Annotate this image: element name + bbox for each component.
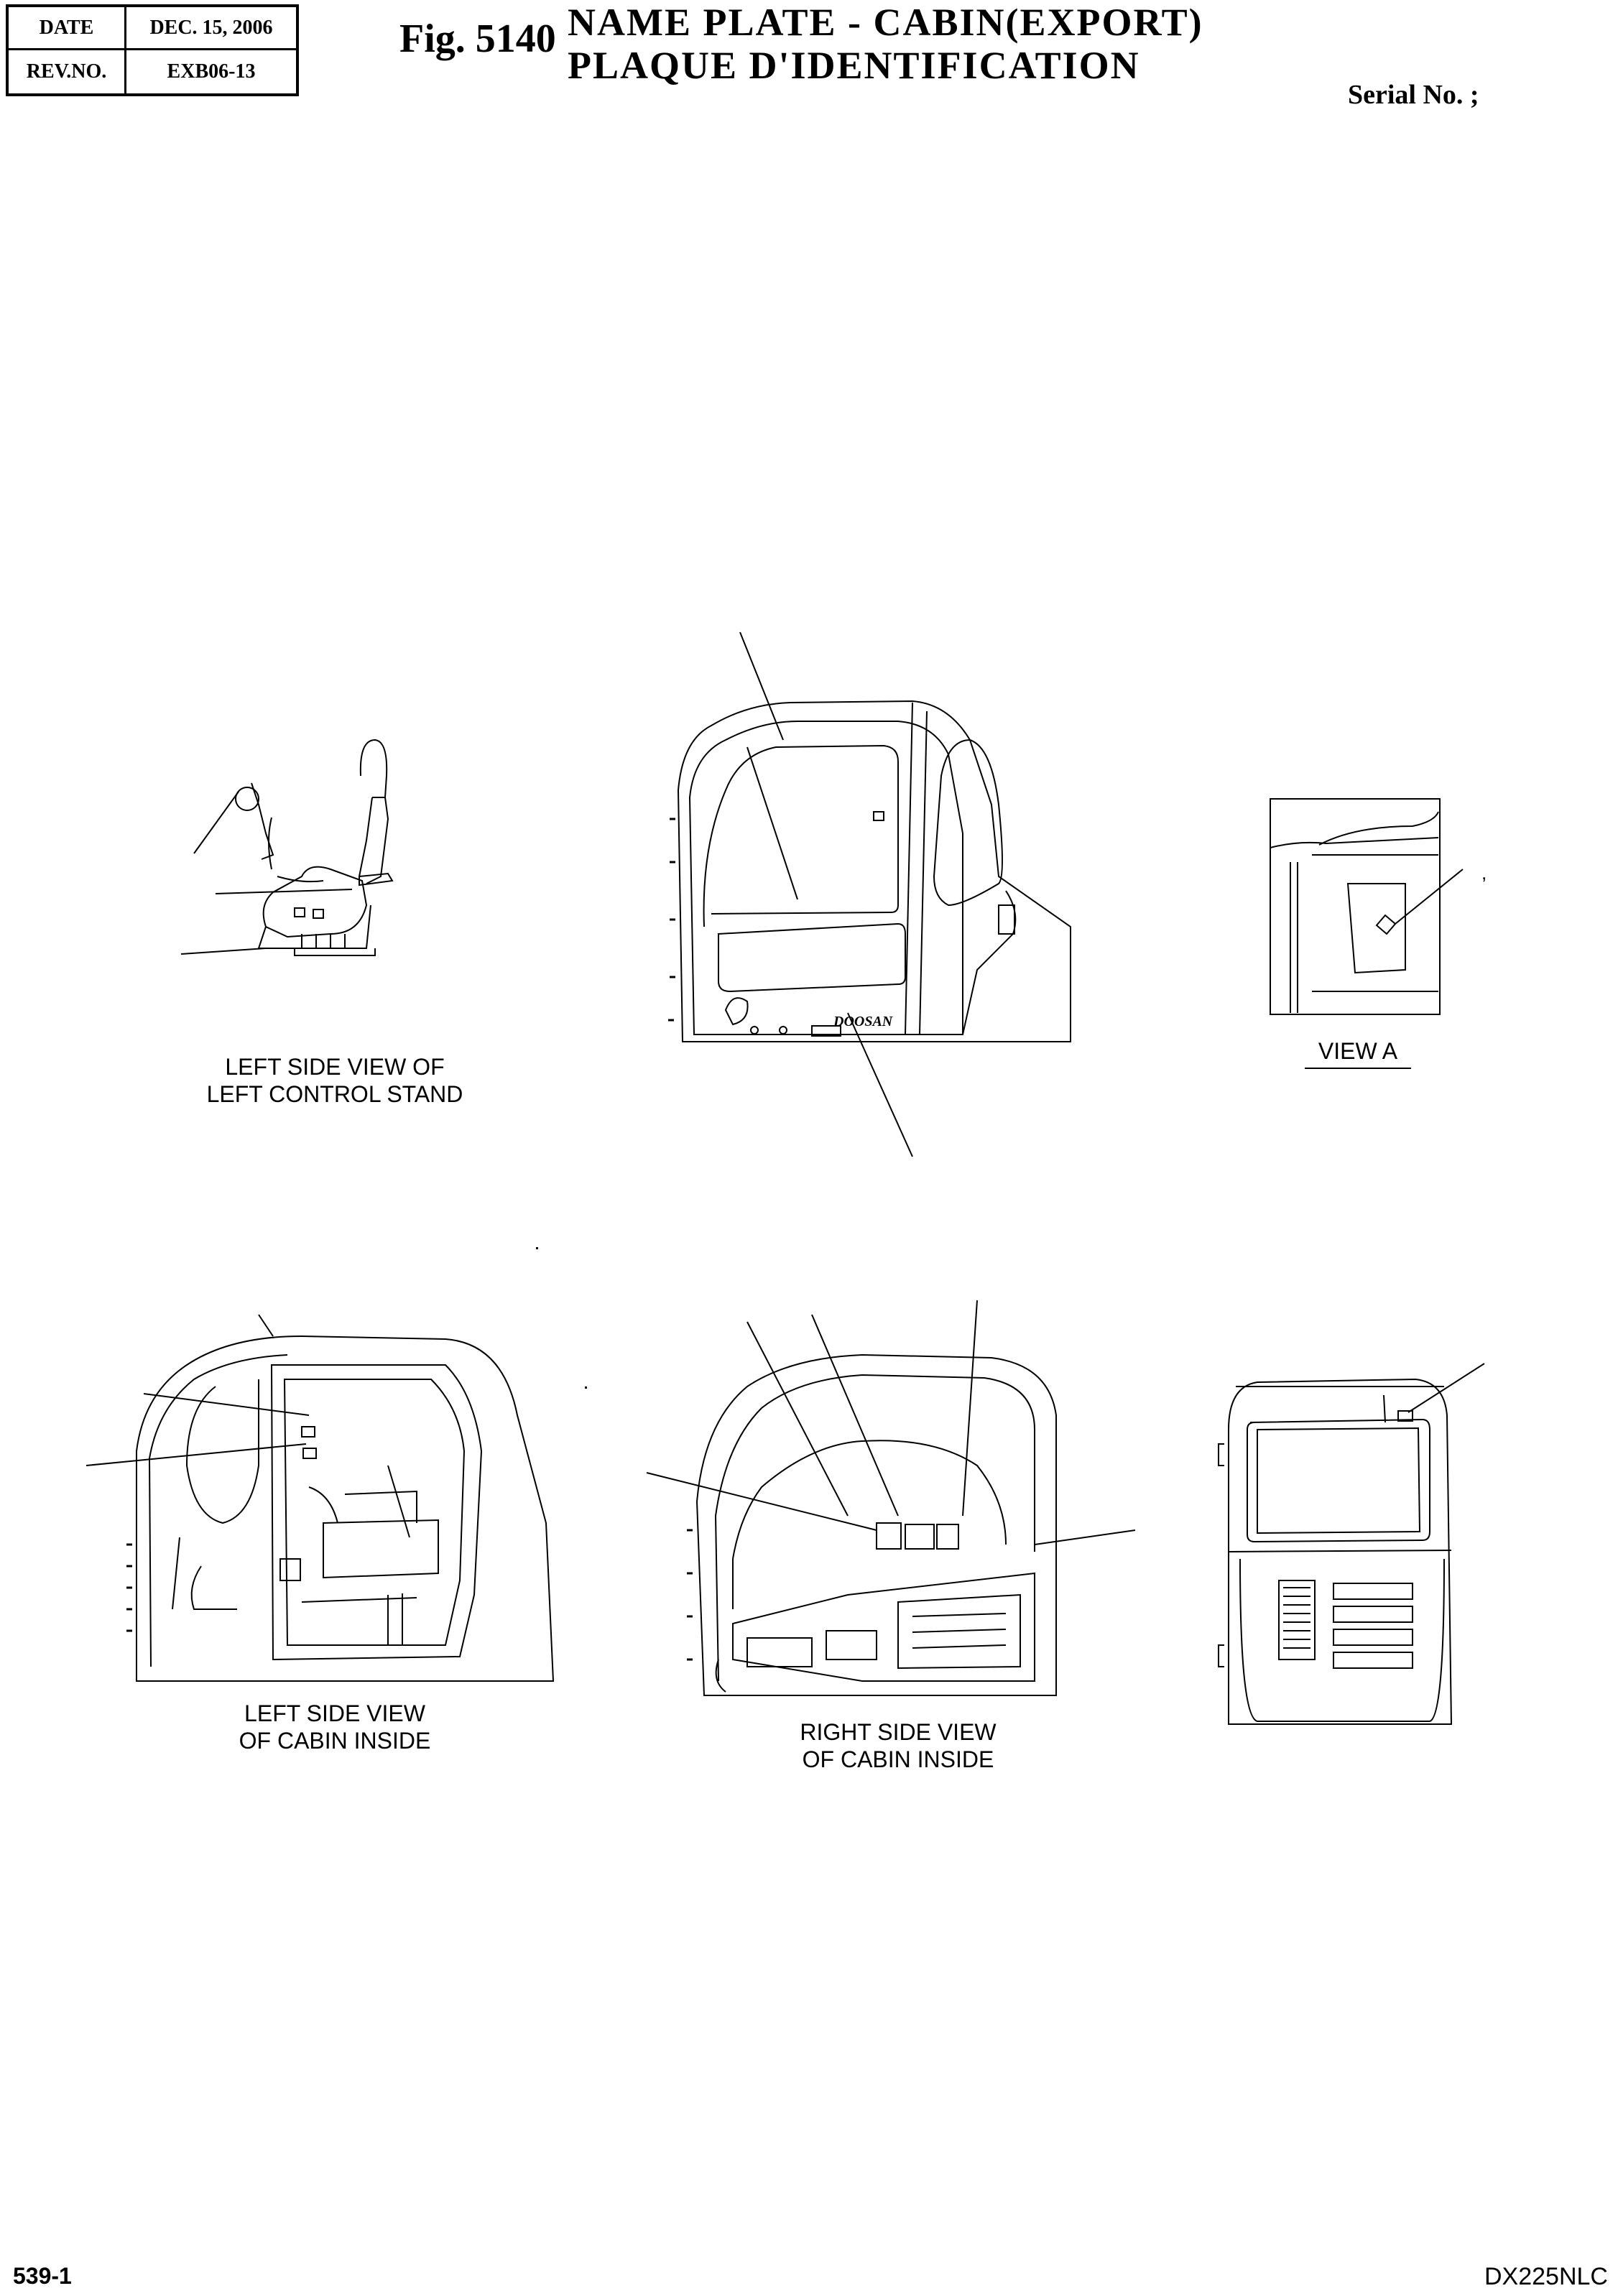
seat-drawing	[187, 733, 517, 1020]
right-cabin-caption-line2: OF CABIN INSIDE	[802, 1746, 994, 1772]
seat-view-caption-line1: LEFT SIDE VIEW OF	[225, 1054, 445, 1080]
revision-header: DATE DEC. 15, 2006 REV.NO. EXB06-13	[6, 4, 299, 96]
svg-text:,: ,	[1481, 862, 1487, 884]
stray-mark	[536, 1247, 538, 1249]
figure-title-en: NAME PLATE - CABIN(EXPORT)	[568, 1, 1203, 44]
right-cabin-inside-drawing	[647, 1300, 1135, 1703]
date-label: DATE	[9, 7, 126, 50]
cabin-rear-drawing	[1214, 1372, 1502, 1731]
view-a-caption: VIEW A	[1293, 1037, 1423, 1065]
right-cabin-caption: RIGHT SIDE VIEW OF CABIN INSIDE	[740, 1718, 1056, 1773]
right-cabin-caption-line1: RIGHT SIDE VIEW	[800, 1719, 997, 1745]
stray-mark	[585, 1387, 587, 1389]
rev-label: REV.NO.	[9, 50, 126, 93]
figure-number: Fig. 5140	[399, 17, 556, 61]
view-a-underline	[1305, 1068, 1411, 1069]
page-number: 539-1	[13, 2263, 72, 2289]
cabin-exterior-drawing: DOOSAN	[668, 632, 1092, 1092]
left-cabin-caption: LEFT SIDE VIEW OF CABIN INSIDE	[177, 1700, 493, 1754]
left-cabin-inside-drawing	[115, 1307, 575, 1681]
brand-logo: DOOSAN	[833, 1014, 894, 1029]
seat-view-caption: LEFT SIDE VIEW OF LEFT CONTROL STAND	[184, 1053, 486, 1108]
model-number: DX225NLC	[1484, 2263, 1608, 2290]
rev-value: EXB06-13	[167, 60, 256, 83]
left-cabin-caption-line1: LEFT SIDE VIEW	[244, 1700, 425, 1726]
view-a-label: VIEW A	[1318, 1038, 1398, 1064]
figure-title-fr: PLAQUE D'IDENTIFICATION	[568, 44, 1140, 87]
date-value: DEC. 15, 2006	[126, 7, 296, 50]
serial-number: Serial No. ;	[1348, 80, 1479, 110]
left-cabin-caption-line2: OF CABIN INSIDE	[239, 1728, 431, 1754]
seat-view-caption-line2: LEFT CONTROL STAND	[206, 1081, 463, 1107]
view-a-drawing: ,	[1269, 797, 1487, 1020]
